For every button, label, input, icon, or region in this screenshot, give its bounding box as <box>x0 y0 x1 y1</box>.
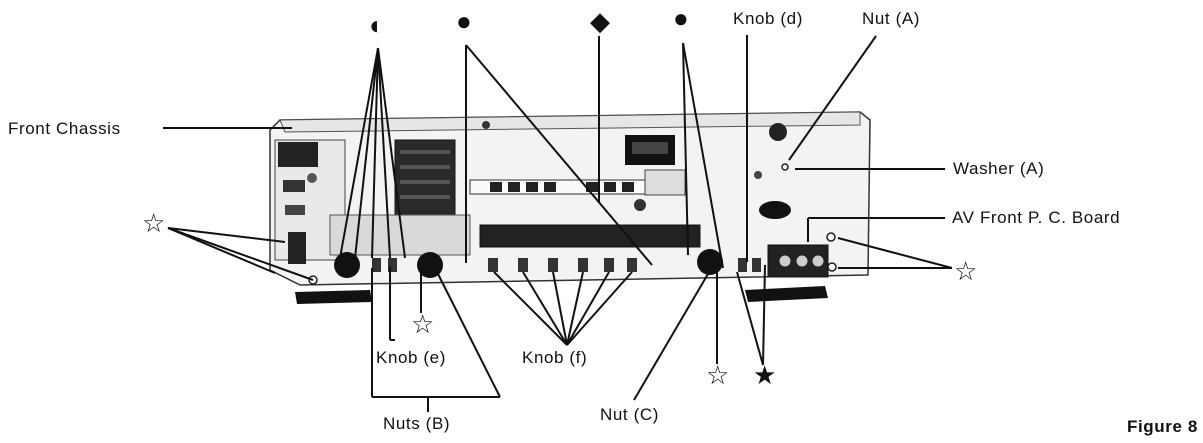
open-star-symbol: ☆ <box>411 309 434 339</box>
half-circle-symbol: ◐ <box>369 10 385 40</box>
knob-f-label: Knob (f) <box>522 348 587 367</box>
nuts-b-label: Nuts (B) <box>383 414 450 433</box>
filled-star-symbol: ★ <box>753 360 776 390</box>
nut-a-label: Nut (A) <box>862 9 920 28</box>
filled-circle-symbol: ● <box>673 3 689 33</box>
leader-lines <box>163 35 953 412</box>
front-chassis-label: Front Chassis <box>8 119 121 138</box>
washer-a-label: Washer (A) <box>953 159 1044 178</box>
open-star-symbol: ☆ <box>706 360 729 390</box>
filled-diamond-symbol: ◆ <box>590 6 610 36</box>
callout-labels: Front Chassis Knob (d) Nut (A) Washer (A… <box>8 9 1198 436</box>
figure-caption: Figure 8 <box>1127 417 1198 436</box>
open-star-symbol: ☆ <box>954 256 977 286</box>
nut-c-label: Nut (C) <box>600 405 659 424</box>
knob-d-label: Knob (d) <box>733 9 803 28</box>
filled-circle-symbol: ● <box>456 6 472 36</box>
open-star-symbol: ☆ <box>142 208 165 238</box>
callout-symbols: ◐ ● ◆ ● ☆ ☆ ☆ ★ ☆ <box>142 3 977 390</box>
av-front-pc-board-label: AV Front P. C. Board <box>952 208 1120 227</box>
knob-e-label: Knob (e) <box>376 348 446 367</box>
